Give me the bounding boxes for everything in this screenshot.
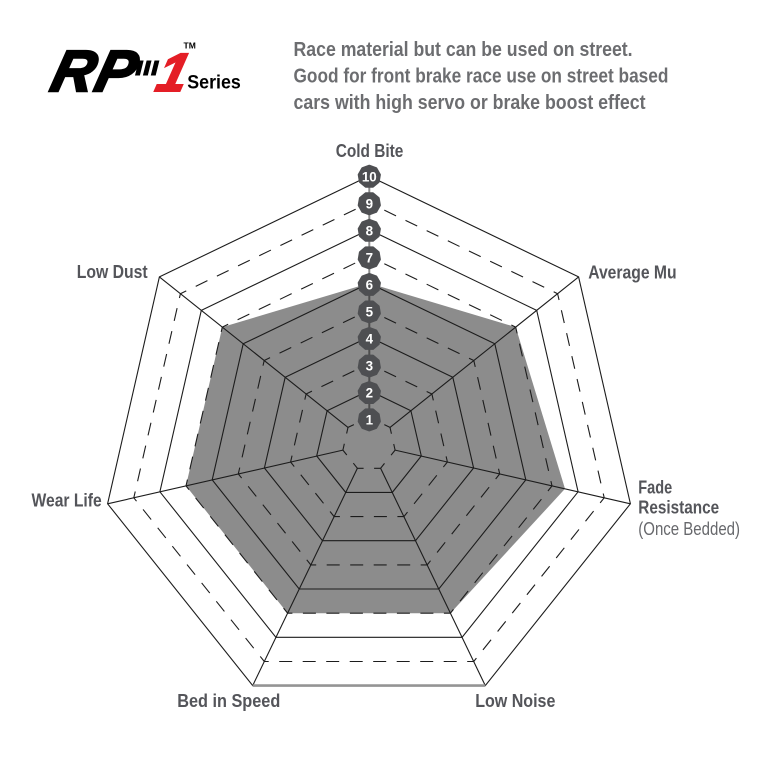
svg-text:2: 2 bbox=[366, 386, 373, 401]
svg-text:Fade: Fade bbox=[638, 478, 672, 498]
svg-text:(Once Bedded): (Once Bedded) bbox=[638, 519, 740, 539]
svg-text:Wear Life: Wear Life bbox=[32, 491, 102, 511]
svg-text:cars with high servo or brake: cars with high servo or brake boost effe… bbox=[294, 91, 646, 114]
svg-text:Average Mu: Average Mu bbox=[588, 262, 676, 282]
svg-text:RP: RP bbox=[45, 40, 146, 104]
svg-text:3: 3 bbox=[366, 359, 373, 374]
svg-text:Cold Bite: Cold Bite bbox=[336, 141, 404, 161]
svg-text:Low Dust: Low Dust bbox=[77, 262, 148, 282]
svg-text:Series: Series bbox=[187, 72, 241, 94]
svg-text:8: 8 bbox=[366, 223, 374, 238]
svg-text:Race material but can be used: Race material but can be used on street. bbox=[294, 38, 633, 61]
svg-text:Resistance: Resistance bbox=[638, 497, 719, 517]
svg-text:1: 1 bbox=[366, 412, 374, 427]
svg-text:6: 6 bbox=[366, 278, 373, 293]
svg-text:5: 5 bbox=[366, 305, 374, 320]
svg-text:4: 4 bbox=[366, 332, 374, 347]
svg-text:TM: TM bbox=[184, 41, 196, 51]
svg-text:10: 10 bbox=[362, 169, 377, 184]
svg-text:9: 9 bbox=[366, 196, 373, 211]
svg-text:Bed in Speed: Bed in Speed bbox=[177, 691, 280, 711]
svg-text:Good for front brake race use: Good for front brake race use on street … bbox=[294, 64, 669, 87]
svg-text:7: 7 bbox=[366, 250, 373, 265]
svg-text:Low Noise: Low Noise bbox=[475, 691, 555, 711]
